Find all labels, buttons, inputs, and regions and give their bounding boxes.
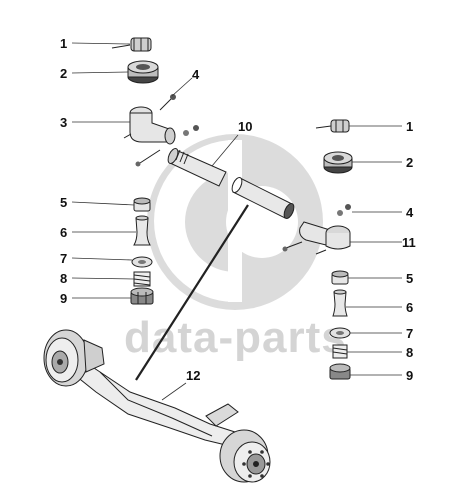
- washer-left: [131, 256, 153, 268]
- watermark-logo: [147, 134, 323, 310]
- tie-rod-tube: [167, 148, 295, 219]
- callout-11: 11: [402, 235, 416, 250]
- callout-1-right: 1: [406, 119, 413, 134]
- callout-8-right: 8: [406, 345, 413, 360]
- bearing-right: [323, 151, 353, 174]
- callout-10: 10: [238, 119, 252, 134]
- watermark-text: data-parts: [124, 313, 347, 362]
- callout-2-right: 2: [406, 155, 413, 170]
- ball-pin-right: [332, 289, 348, 317]
- dust-seal-right: [331, 270, 349, 285]
- split-pin-right: [315, 119, 350, 133]
- callout-labels: 1 2 3 4 5 6 7 8 9 10 1 2 4 11 5 6 7 8 9 …: [60, 36, 416, 383]
- callout-9-left: 9: [60, 291, 67, 306]
- ball-pin-left: [133, 215, 151, 246]
- callout-3: 3: [60, 115, 67, 130]
- callout-2-left: 2: [60, 66, 67, 81]
- front-axle-assembly: [43, 329, 271, 483]
- grease-nipple-left: [159, 94, 176, 111]
- tie-rod-end-right: [282, 221, 351, 255]
- callout-leaders: [71, 42, 402, 401]
- callout-8-left: 8: [60, 271, 67, 286]
- callout-6-right: 6: [406, 300, 413, 315]
- tie-rod-end-left: [123, 106, 199, 167]
- callout-1-left: 1: [60, 36, 67, 51]
- spring-left: [133, 271, 151, 287]
- spring-right: [332, 344, 348, 359]
- dust-seal-left: [133, 197, 151, 212]
- callout-4-right: 4: [406, 205, 414, 220]
- bearing-left: [127, 60, 159, 84]
- callout-12: 12: [186, 368, 200, 383]
- nut-right: [329, 363, 351, 380]
- tie-rod-connector-line: [135, 204, 249, 381]
- split-pin-left: [111, 37, 152, 52]
- callout-4-left: 4: [192, 67, 200, 82]
- callout-7-right: 7: [406, 326, 413, 341]
- callout-5-left: 5: [60, 195, 67, 210]
- nut-left: [130, 287, 154, 305]
- callout-7-left: 7: [60, 251, 67, 266]
- callout-9-right: 9: [406, 368, 413, 383]
- callout-5-right: 5: [406, 271, 413, 286]
- washer-right: [329, 327, 351, 339]
- callout-6-left: 6: [60, 225, 67, 240]
- grease-nipple-right: [337, 204, 351, 216]
